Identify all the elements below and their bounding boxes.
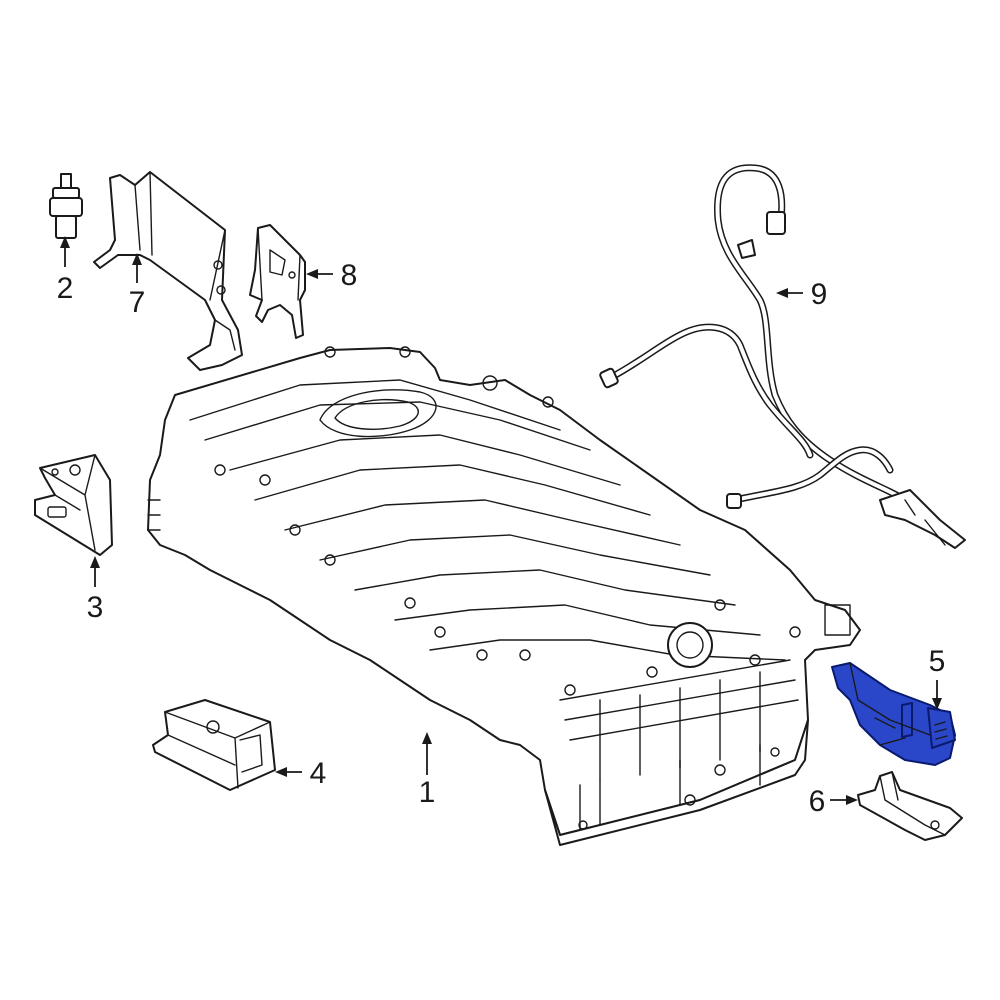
callout-9: 9	[811, 278, 828, 311]
part-2-sensor	[49, 173, 83, 239]
callout-1: 1	[419, 776, 436, 809]
callout-4: 4	[310, 757, 327, 790]
part-9-hose-harness	[599, 164, 966, 549]
callout-leaders	[60, 236, 942, 805]
part-4-mount-bracket	[152, 699, 276, 791]
callout-2: 2	[57, 272, 74, 305]
part-5-highlighted-bracket	[831, 662, 956, 766]
callout-3: 3	[87, 591, 104, 624]
part-6-bracket	[857, 771, 963, 841]
callout-5: 5	[929, 645, 946, 678]
callout-8: 8	[341, 259, 358, 292]
part-3-mount-bracket	[34, 454, 113, 556]
part-1-battery-housing	[147, 346, 861, 846]
part-8-bracket	[249, 224, 306, 339]
part-7-cover-bracket	[93, 171, 243, 371]
callout-7: 7	[129, 286, 146, 319]
callout-6: 6	[809, 785, 826, 818]
callout-labels: 1 2 3 4 5 6 7 8 9	[57, 259, 946, 818]
